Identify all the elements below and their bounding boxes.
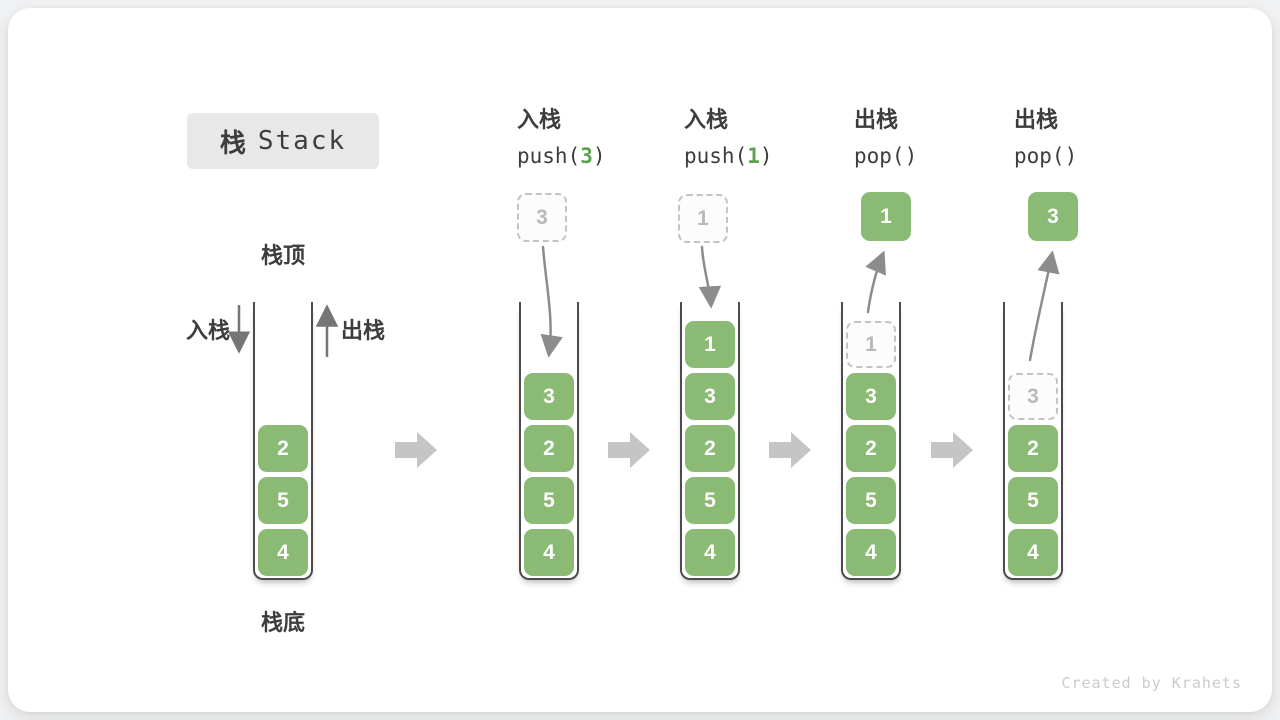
code-suffix: ) (759, 144, 773, 168)
push-side-label: 入栈 (186, 318, 231, 343)
stack-tube (680, 302, 740, 580)
stack-tube (841, 302, 901, 580)
operation-label-push-1: 入栈 push(1) (684, 107, 773, 168)
operation-label-pop-3: 出栈 pop() (1014, 107, 1077, 168)
stack-cell: 2 (524, 425, 574, 472)
floating-value-box: 1 (861, 192, 911, 241)
stack-cell: 4 (1008, 529, 1058, 576)
stack-tube (253, 302, 313, 580)
stack-cell: 2 (258, 425, 308, 472)
stack-cell: 3 (685, 373, 735, 420)
title-badge: 栈 Stack (187, 113, 379, 169)
stack-cell: 2 (846, 425, 896, 472)
stack-cell: 5 (846, 477, 896, 524)
floating-value-box-dashed: 1 (678, 194, 728, 243)
step-arrow-icon (769, 432, 811, 468)
code-prefix: pop( (854, 144, 905, 168)
code-suffix: ) (592, 144, 606, 168)
stack-cell: 4 (846, 529, 896, 576)
operation-label-zh: 出栈 (1014, 107, 1059, 132)
stack-container: 3 2 5 4 (1003, 302, 1063, 580)
stack-tube (1003, 302, 1063, 580)
operation-code: push(1) (684, 144, 773, 168)
stack-top-label: 栈顶 (260, 243, 305, 268)
step-arrow-icon (395, 432, 437, 468)
watermark: Created by Krahets (1061, 674, 1242, 692)
stack-cell-dashed: 1 (846, 321, 896, 368)
title-zh: 栈 (219, 127, 246, 158)
stack-container: 1 3 2 5 4 (680, 302, 740, 580)
code-suffix: ) (1064, 144, 1078, 168)
operation-code: pop() (1014, 144, 1077, 168)
code-prefix: push( (684, 144, 748, 168)
stack-bottom-label: 栈底 (260, 610, 305, 635)
stack-cell: 5 (685, 477, 735, 524)
stack-cell: 4 (685, 529, 735, 576)
stack-cell: 4 (524, 529, 574, 576)
stack-cell: 2 (1008, 425, 1058, 472)
step-arrow-icon (608, 432, 650, 468)
operation-label-push-3: 入栈 push(3) (517, 107, 606, 168)
code-arg: 1 (747, 144, 760, 168)
stack-cell: 5 (258, 477, 308, 524)
stack-cell-dashed: 3 (1008, 373, 1058, 420)
operation-code: push(3) (517, 144, 606, 168)
stack-container: 1 3 2 5 4 (841, 302, 901, 580)
stack-cell: 3 (846, 373, 896, 420)
stack-tube (519, 302, 579, 580)
operation-label-pop-1: 出栈 pop() (854, 107, 917, 168)
operation-code: pop() (854, 144, 917, 168)
stack-cell: 5 (524, 477, 574, 524)
code-arg: 3 (580, 144, 593, 168)
stack-cell: 2 (685, 425, 735, 472)
code-prefix: pop( (1014, 144, 1065, 168)
stack-container: 3 2 5 4 (519, 302, 579, 580)
operation-label-zh: 入栈 (517, 107, 562, 132)
step-arrow-icon (931, 432, 973, 468)
stack-cell: 3 (524, 373, 574, 420)
code-suffix: ) (904, 144, 918, 168)
floating-value-box: 3 (1028, 192, 1078, 241)
title-en: Stack (257, 126, 347, 156)
pop-side-label: 出栈 (341, 318, 386, 343)
code-prefix: push( (517, 144, 581, 168)
stack-cell: 1 (685, 321, 735, 368)
stack-cell: 4 (258, 529, 308, 576)
operation-label-zh: 入栈 (684, 107, 729, 132)
stack-container: 2 5 4 (253, 302, 313, 580)
operation-label-zh: 出栈 (854, 107, 899, 132)
push-curve-arrow-icon (698, 245, 722, 309)
stack-cell: 5 (1008, 477, 1058, 524)
floating-value-box-dashed: 3 (517, 193, 567, 242)
